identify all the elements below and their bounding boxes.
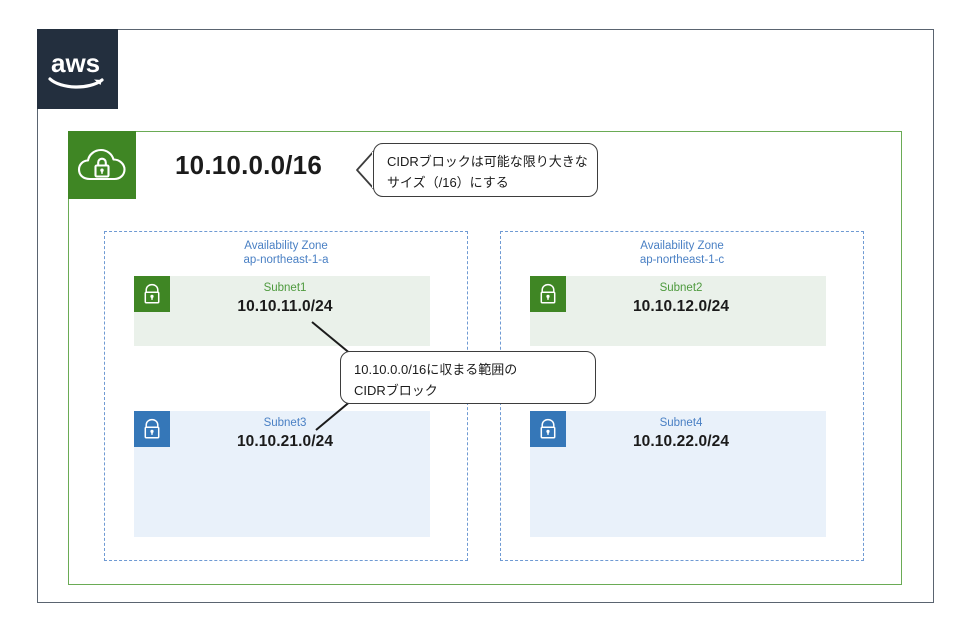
callout-subnet-cidr-line2: CIDRブロック bbox=[354, 383, 438, 398]
svg-text:aws: aws bbox=[51, 48, 100, 78]
callout-vpc-cidr-line1: CIDRブロックは可能な限り大きな bbox=[387, 154, 588, 169]
aws-logo-icon: aws bbox=[47, 48, 104, 89]
callout-vpc-cidr: CIDRブロックは可能な限り大きな サイズ（/16）にする bbox=[373, 143, 598, 197]
callout-subnet-cidr: 10.10.0.0/16に収まる範囲の CIDRブロック bbox=[340, 351, 596, 404]
subnet-cidr-subnet1: 10.10.11.0/24 bbox=[237, 298, 333, 315]
lock-glyph bbox=[540, 418, 556, 439]
subnet-lock-icon-subnet4 bbox=[530, 411, 566, 447]
subnet-box-subnet1 bbox=[134, 276, 430, 346]
subnet-box-subnet2 bbox=[530, 276, 826, 346]
subnet-lock-icon-subnet1 bbox=[134, 276, 170, 312]
subnet-cidr-subnet4: 10.10.22.0/24 bbox=[632, 433, 730, 450]
az-name-left: ap-northeast-1-a bbox=[243, 254, 329, 266]
lock-glyph bbox=[540, 283, 556, 304]
subnet-lock-icon-subnet3 bbox=[134, 411, 170, 447]
subnet-box-subnet3 bbox=[134, 411, 430, 537]
subnet-label-subnet3: Subnet3 bbox=[263, 417, 307, 429]
availability-zone-title-left: Availability Zone ap-northeast-1-a bbox=[104, 239, 468, 267]
az-heading-left: Availability Zone bbox=[244, 240, 328, 252]
vpc-cloud-lock-icon bbox=[68, 131, 136, 199]
subnet-box-subnet4 bbox=[530, 411, 826, 537]
availability-zone-title-right: Availability Zone ap-northeast-1-c bbox=[500, 239, 864, 267]
subnet-cidr-subnet2: 10.10.12.0/24 bbox=[632, 298, 730, 315]
az-heading-right: Availability Zone bbox=[640, 240, 724, 252]
callout-vpc-cidr-line2: サイズ（/16）にする bbox=[387, 175, 509, 190]
subnet-cidr-subnet3: 10.10.21.0/24 bbox=[236, 433, 334, 450]
aws-logo: aws bbox=[37, 29, 118, 109]
subnet-lock-icon-subnet2 bbox=[530, 276, 566, 312]
subnet-label-subnet1: Subnet1 bbox=[263, 282, 307, 294]
subnet-label-subnet4: Subnet4 bbox=[659, 417, 703, 429]
lock-glyph bbox=[144, 418, 160, 439]
lock-glyph bbox=[144, 283, 160, 304]
vpc-cloud-lock-glyph bbox=[77, 148, 126, 181]
vpc-cidr-label: 10.10.0.0/16 bbox=[175, 150, 322, 180]
az-name-right: ap-northeast-1-c bbox=[639, 254, 725, 266]
callout-subnet-cidr-line1: 10.10.0.0/16に収まる範囲の bbox=[354, 362, 518, 377]
subnet-label-subnet2: Subnet2 bbox=[659, 282, 703, 294]
